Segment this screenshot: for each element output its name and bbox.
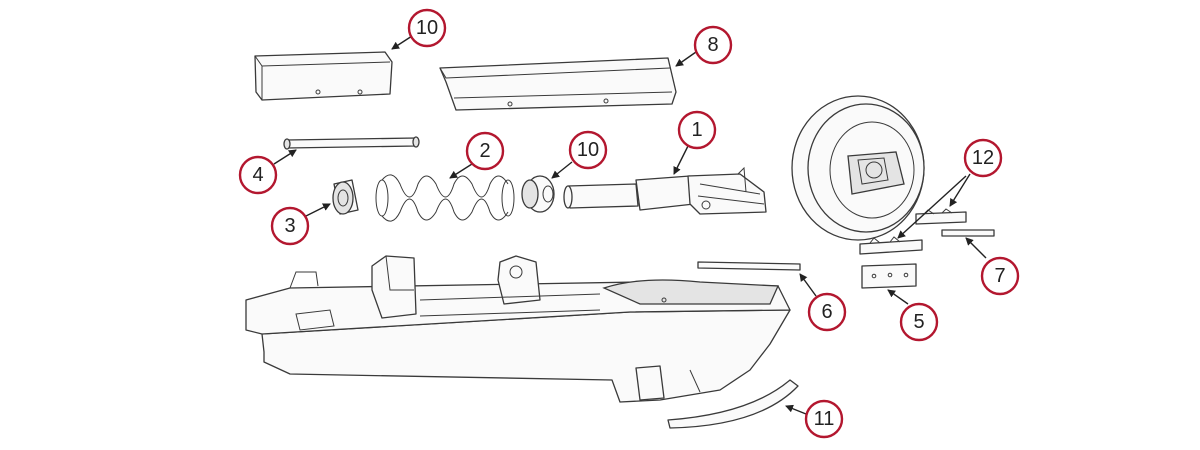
- leader-lines: [273, 35, 987, 415]
- callout-12: 12: [963, 138, 1003, 178]
- callout-4: 4: [238, 155, 278, 195]
- callout-9-label: 10: [416, 17, 438, 39]
- leader-10: [551, 161, 573, 179]
- callout-7-label: 7: [994, 265, 1005, 287]
- tension-cylinder-part: [563, 166, 767, 215]
- callout-2-label: 2: [479, 140, 490, 162]
- callout-10-label: 10: [577, 139, 599, 161]
- callout-2: 2: [465, 131, 505, 171]
- callout-5: 5: [899, 302, 939, 342]
- leader-9: [391, 35, 413, 50]
- short-cover-part: [254, 51, 393, 101]
- callout-5-label: 5: [913, 311, 924, 333]
- curved-guard-part: [667, 379, 799, 429]
- leader-12a: [949, 173, 971, 207]
- spring-seat-part: [521, 175, 555, 213]
- leader-11: [785, 404, 807, 415]
- leader-4: [273, 149, 297, 165]
- rod-part: [283, 136, 420, 150]
- callout-6-label: 6: [821, 301, 832, 323]
- track-frame-part: [245, 255, 791, 403]
- leader-2: [449, 163, 473, 179]
- leader-3: [305, 203, 331, 217]
- callout-11-label: 11: [814, 408, 835, 430]
- idler-wheel-part: [791, 95, 925, 241]
- leader-6: [799, 273, 817, 297]
- plate-part: [861, 263, 917, 289]
- long-cover-part: [439, 57, 677, 111]
- callout-11: 11: [804, 399, 844, 439]
- callout-3-label: 3: [284, 215, 295, 237]
- recoil-spring-part: [375, 174, 515, 222]
- callout-10: 10: [568, 130, 608, 170]
- callout-9: 10: [407, 8, 447, 48]
- toothed-strips-part: [859, 208, 967, 255]
- callouts: 10 8 1 2 10 4 3 12: [238, 8, 1020, 439]
- callout-4-label: 4: [252, 164, 263, 186]
- slide-bar-part: [697, 261, 801, 271]
- leader-12b: [897, 175, 967, 239]
- callout-12-label: 12: [972, 147, 994, 169]
- leader-8: [675, 51, 697, 67]
- spring-cap-part: [332, 179, 359, 215]
- callout-1: 1: [677, 110, 717, 150]
- callout-3: 3: [270, 206, 310, 246]
- small-bar-part: [941, 229, 995, 237]
- callout-7: 7: [980, 256, 1020, 296]
- leader-1: [673, 145, 689, 175]
- callout-6: 6: [807, 292, 847, 332]
- leader-5: [887, 289, 909, 305]
- callout-8-label: 8: [707, 34, 718, 56]
- leader-7: [965, 237, 987, 259]
- callout-8: 8: [693, 25, 733, 65]
- callout-1-label: 1: [691, 119, 702, 141]
